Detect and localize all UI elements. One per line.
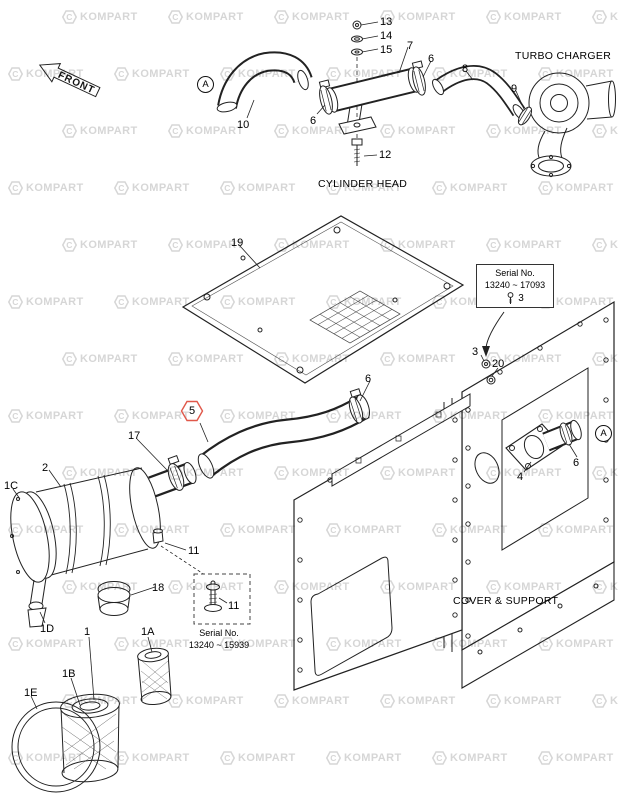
part-label-1e: 1E — [24, 687, 38, 699]
connection-marker-letter: A — [600, 428, 607, 439]
front-arrow: FRONT — [38, 63, 101, 98]
part-label-13: 13 — [380, 16, 393, 28]
valve-11-detail-box — [193, 573, 251, 625]
connection-marker-a-left: A — [197, 76, 214, 93]
section-title-cylinder-head: CYLINDER HEAD — [318, 178, 408, 190]
section-title-turbo-charger: TURBO CHARGER — [515, 50, 612, 62]
hose-clamp-6-mid — [348, 388, 364, 424]
part-label-6-tube: 6 — [310, 115, 317, 127]
air-cleaner-assembly — [10, 455, 206, 628]
hose-8 — [432, 65, 526, 120]
part-label-18: 18 — [152, 582, 165, 594]
serial-note-lower: Serial No. 13240 ~ 15939 — [180, 628, 258, 651]
serial-note-lower-title: Serial No. — [199, 628, 239, 638]
part-label-11-detail: 11 — [228, 600, 240, 612]
serial-note-lower-range: 13240 ~ 15939 — [188, 639, 250, 650]
part-label-15: 15 — [380, 44, 393, 56]
inlet-plate-4 — [505, 419, 582, 471]
part-label-6-hose5: 6 — [365, 373, 372, 385]
section-title-cover-support: COVER & SUPPORT — [453, 595, 559, 607]
filter-element-1a — [137, 647, 172, 706]
connection-marker-letter: A — [202, 79, 209, 90]
hose-clamp-9 — [517, 106, 533, 126]
part-label-10: 10 — [237, 119, 250, 131]
part-label-1a: 1A — [141, 626, 155, 638]
part-label-6-plate: 6 — [573, 457, 580, 469]
part-label-9: 9 — [511, 83, 518, 95]
part-label-12: 12 — [379, 149, 392, 161]
part-label-14: 14 — [380, 30, 393, 42]
part-label-19: 19 — [231, 237, 244, 249]
part-label-4: 4 — [517, 471, 524, 483]
serial-note-upper-part-number: 3 — [518, 293, 524, 305]
front-arrow-label: FRONT — [56, 70, 96, 97]
part-label-8: 8 — [462, 63, 469, 75]
part-label-11: 11 — [188, 545, 200, 557]
part-label-6-top: 6 — [428, 53, 435, 65]
cylinder-head-bracket — [338, 103, 377, 135]
serial-note-upper-part: 3 — [479, 292, 551, 305]
intake-tube-7 — [325, 67, 421, 113]
elbow-hose-10 — [216, 51, 313, 113]
part-label-7: 7 — [407, 40, 414, 52]
part-label-1: 1 — [84, 626, 91, 638]
part-label-2: 2 — [42, 462, 49, 474]
filter-element-1b — [60, 693, 120, 783]
part-label-3: 3 — [472, 346, 479, 358]
connection-marker-a-right: A — [595, 425, 612, 442]
serial-note-upper-title: Serial No. — [495, 268, 535, 278]
rubber-elbow-18 — [97, 581, 131, 616]
part-label-1d: 1D — [40, 623, 55, 635]
part-label-20: 20 — [492, 358, 505, 370]
seal-ring-1e — [11, 701, 101, 793]
part-label-5: 5 — [188, 405, 196, 417]
bolt-12 — [351, 138, 363, 166]
cover-plate-19 — [181, 215, 465, 384]
bolt-icon — [507, 292, 514, 305]
part-label-5-highlight: 5 — [180, 400, 204, 422]
serial-note-upper: Serial No. 13240 ~ 17093 3 — [476, 264, 554, 309]
serial-note-upper-range: 13240 ~ 17093 — [484, 279, 546, 290]
leader-lines — [12, 21, 578, 710]
part-label-17: 17 — [128, 430, 141, 442]
part-label-1b: 1B — [62, 668, 76, 680]
hose-clamp-6-right — [411, 60, 426, 96]
turbo-charger — [528, 72, 616, 178]
part-label-1c: 1C — [4, 480, 19, 492]
highlight-hexagon-icon — [180, 400, 204, 422]
